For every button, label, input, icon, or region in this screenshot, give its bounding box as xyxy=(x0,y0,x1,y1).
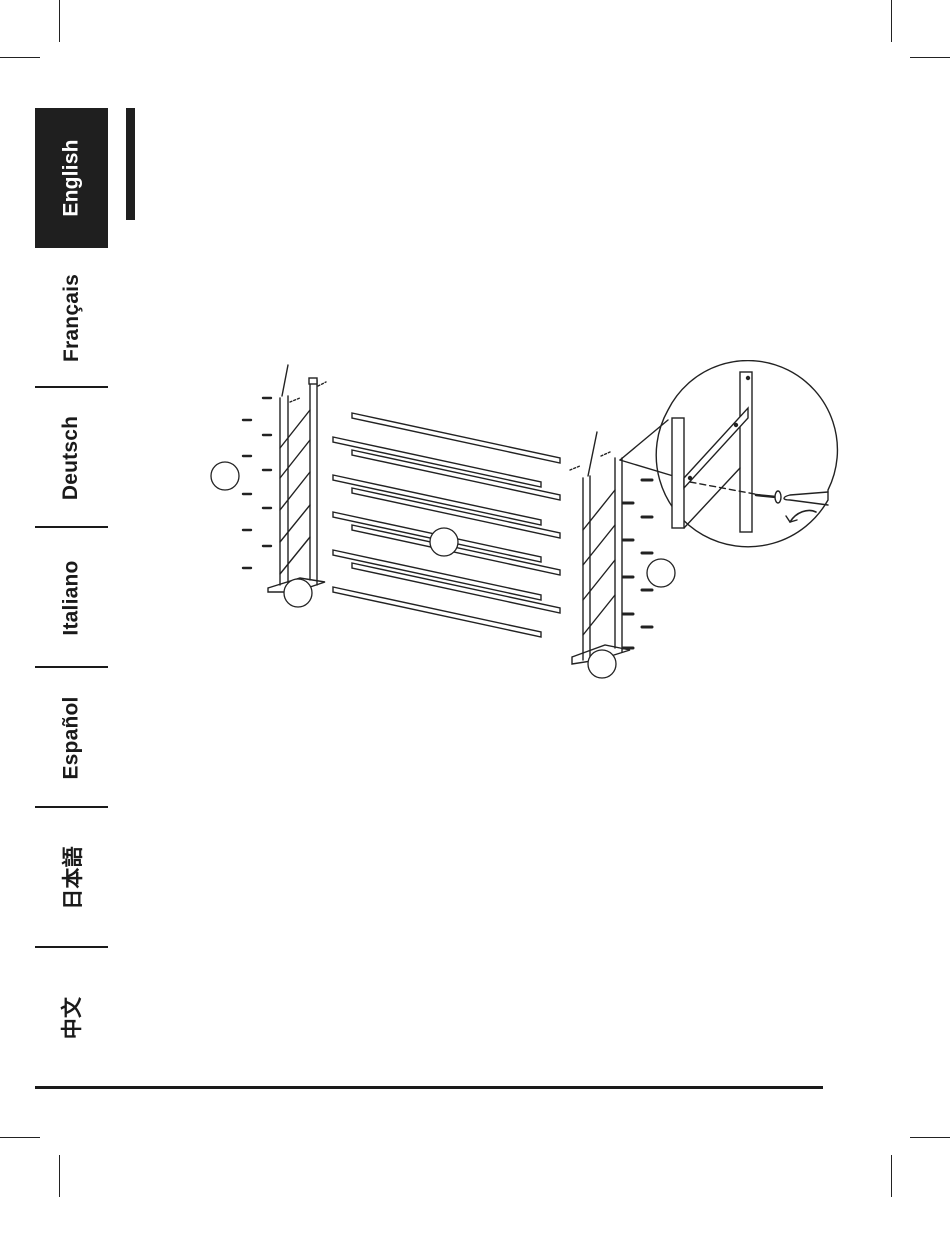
tab-divider xyxy=(35,806,108,808)
tab-english[interactable]: English xyxy=(35,108,108,248)
tab-english-label: English xyxy=(60,139,84,216)
tab-japanese[interactable]: 日本語 xyxy=(35,808,108,948)
tab-italiano-label: Italiano xyxy=(60,560,84,635)
tab-japanese-label: 日本語 xyxy=(56,846,86,910)
crop-mark xyxy=(0,57,40,58)
tab-chinese-label: 中文 xyxy=(57,997,87,1039)
tab-italiano[interactable]: Italiano xyxy=(35,528,108,668)
assembly-diagram-icon xyxy=(200,360,840,690)
tab-francais-label: Français xyxy=(60,274,84,362)
tab-divider xyxy=(35,946,108,948)
tab-deutsch-label: Deutsch xyxy=(60,416,84,500)
crop-mark xyxy=(59,0,60,42)
tab-francais[interactable]: Français xyxy=(35,248,108,388)
crop-mark xyxy=(891,0,892,42)
tab-espanol-label: Español xyxy=(60,696,84,779)
crop-mark xyxy=(59,1155,60,1197)
right-side-frame xyxy=(570,432,630,664)
footer-rule xyxy=(35,1086,823,1089)
tab-divider xyxy=(35,666,108,668)
tab-deutsch[interactable]: Deutsch xyxy=(35,388,108,528)
detail-magnifier xyxy=(620,361,837,547)
tab-espanol[interactable]: Español xyxy=(35,668,108,808)
tab-chinese[interactable]: 中文 xyxy=(35,948,108,1088)
crop-mark xyxy=(891,1155,892,1197)
rods xyxy=(333,413,560,637)
crop-mark xyxy=(910,57,950,58)
tab-divider xyxy=(35,386,108,388)
tab-divider xyxy=(35,526,108,528)
left-side-frame xyxy=(268,365,326,592)
crop-mark xyxy=(0,1137,40,1138)
section-accent-bar xyxy=(126,108,135,220)
crop-mark xyxy=(910,1137,950,1138)
